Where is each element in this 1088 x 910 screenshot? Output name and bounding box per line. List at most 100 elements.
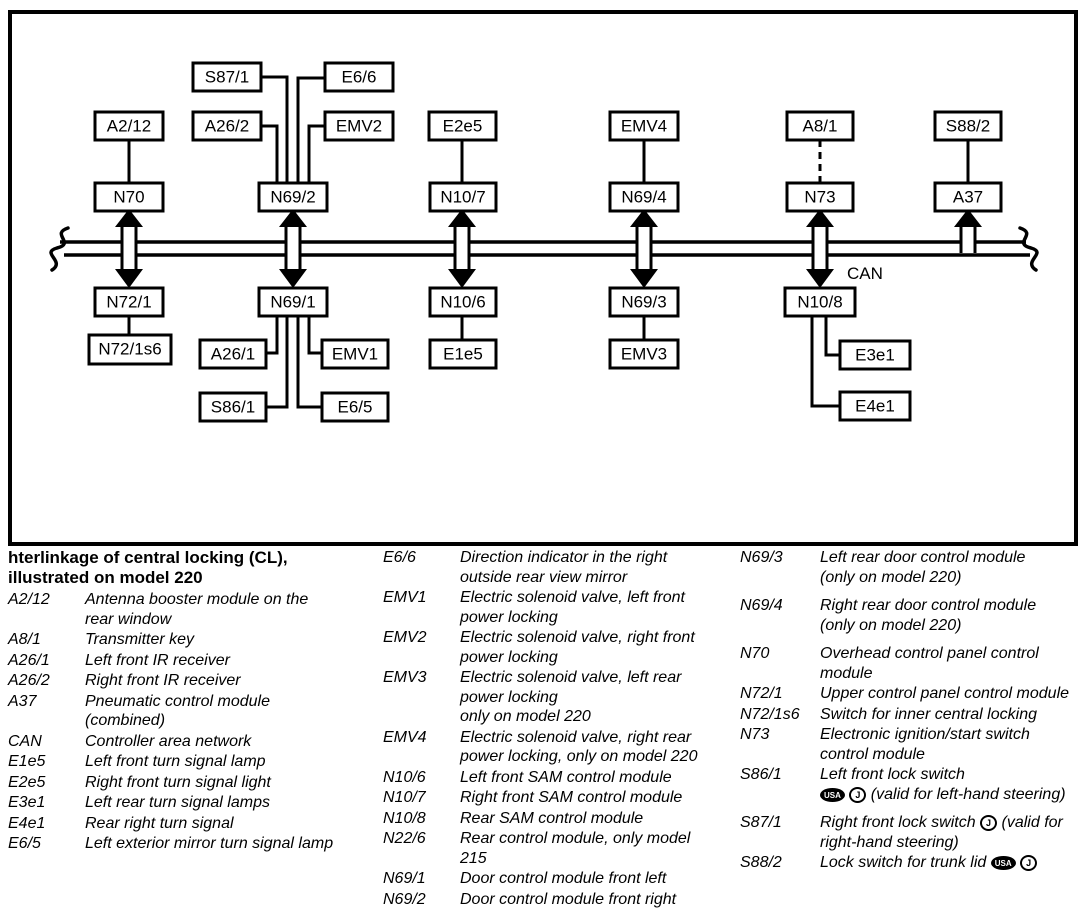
legend-code: E6/5 (8, 835, 41, 852)
legend-description-line: power locking (460, 608, 558, 626)
svg-text:A26/2: A26/2 (205, 117, 249, 136)
legend-description-line: Left rear turn signal lamps (85, 794, 270, 811)
legend-title-line-2: illustrated on model 220 (8, 568, 203, 587)
legend-description-line: Right front SAM control module (460, 789, 683, 806)
node-e2e5: E2e5 (427, 110, 498, 142)
svg-text:A2/12: A2/12 (107, 117, 151, 136)
bus-break-right-icon (1018, 226, 1039, 272)
legend-description-line: Electric solenoid valve, left rear (460, 669, 682, 686)
bus-arrow (954, 209, 982, 253)
legend-description-line: Right front IR receiver (85, 672, 241, 689)
legend-description-line: Left rear door control module (820, 549, 1026, 566)
legend-code: N72/1s6 (740, 705, 800, 723)
legend-description-line: power locking (460, 688, 558, 706)
legend-description-line: Pneumatic control module (85, 692, 270, 710)
svg-text:EMV2: EMV2 (336, 117, 382, 136)
node-e1e5: E1e5 (428, 338, 498, 370)
legend-code: N10/7 (383, 789, 426, 806)
connector (810, 316, 840, 408)
node-n72-1s6: N72/1s6 (87, 333, 173, 366)
legend-description: Pneumatic control module(combined) (85, 692, 270, 731)
bus-break-left-icon (49, 226, 70, 272)
node-n10-8: N10/8 (783, 286, 857, 318)
legend-code: N70 (740, 645, 770, 662)
legend-entry: N10/6 Left front SAM control module (383, 768, 735, 788)
legend-description-line: USA J (valid for left-hand steering) (820, 785, 1066, 805)
legend-description-line: 215 (460, 849, 487, 867)
node-n10-7: N10/7 (428, 181, 498, 213)
bus-arrow (806, 209, 834, 288)
connector (824, 316, 840, 357)
usa-badge-icon: USA (990, 856, 1016, 870)
svg-text:N69/2: N69/2 (270, 188, 315, 207)
legend-description: Left front SAM control module (460, 768, 672, 788)
connector (296, 316, 322, 409)
connector (261, 124, 279, 183)
node-emv2: EMV2 (323, 110, 395, 142)
node-emv1: EMV1 (320, 338, 390, 370)
legend-title: hterlinkage of central locking (CL), ill… (8, 548, 374, 588)
node-n69-1: N69/1 (257, 286, 329, 318)
diagram-frame (8, 10, 1078, 546)
legend-description: Left rear door control module (only on mo… (820, 548, 1025, 587)
bus-arrow (448, 209, 476, 288)
legend-description-line: control module (820, 745, 925, 763)
legend-code: EMV2 (383, 629, 427, 646)
legend-description-line: Door control module front right (460, 890, 677, 908)
legend-code: N73 (740, 726, 770, 743)
legend-description-line: power locking, only on model 220 (460, 748, 698, 765)
svg-text:E6/6: E6/6 (342, 68, 377, 87)
legend-description-line: (only on model 220) (820, 568, 962, 586)
legend-code: N69/4 (740, 597, 783, 614)
bus-arrow (279, 209, 307, 288)
can-bus-label: CAN (847, 264, 883, 283)
legend-description: Controller area network (85, 732, 251, 752)
legend-code: E3e1 (8, 794, 46, 811)
legend-description: Rear right turn signal (85, 814, 234, 834)
svg-text:S86/1: S86/1 (211, 398, 255, 417)
legend-description-line: Left front turn signal lamp (85, 753, 266, 770)
legend-description: Upper control panel control module (820, 684, 1069, 704)
legend-code: EMV1 (383, 589, 427, 606)
svg-text:N70: N70 (113, 188, 144, 207)
legend-code: A8/1 (8, 631, 41, 648)
legend-code: S86/1 (740, 766, 782, 783)
node-n10-6: N10/6 (428, 286, 498, 318)
legend-description: Left front turn signal lamp (85, 752, 266, 772)
legend-code: N10/6 (383, 768, 426, 786)
j-badge-icon: J (849, 786, 867, 803)
legend-description-line: outside rear view mirror (460, 568, 628, 586)
legend-description: Door control module front left (460, 869, 666, 889)
legend-code: E1e5 (8, 753, 46, 770)
legend-description: Right front turn signal light (85, 773, 271, 793)
svg-text:N69/3: N69/3 (621, 293, 666, 312)
bus-arrows (115, 209, 982, 288)
legend-description: Rear SAM control module (460, 809, 643, 829)
legend-entry: E1e5 Left front turn signal lamp (8, 752, 374, 772)
legend-code: EMV4 (383, 728, 427, 746)
legend-description-line: Electric solenoid valve, right front (460, 629, 695, 646)
legend-description: Switch for inner central locking (820, 705, 1037, 725)
legend-code: A2/12 (8, 591, 50, 608)
